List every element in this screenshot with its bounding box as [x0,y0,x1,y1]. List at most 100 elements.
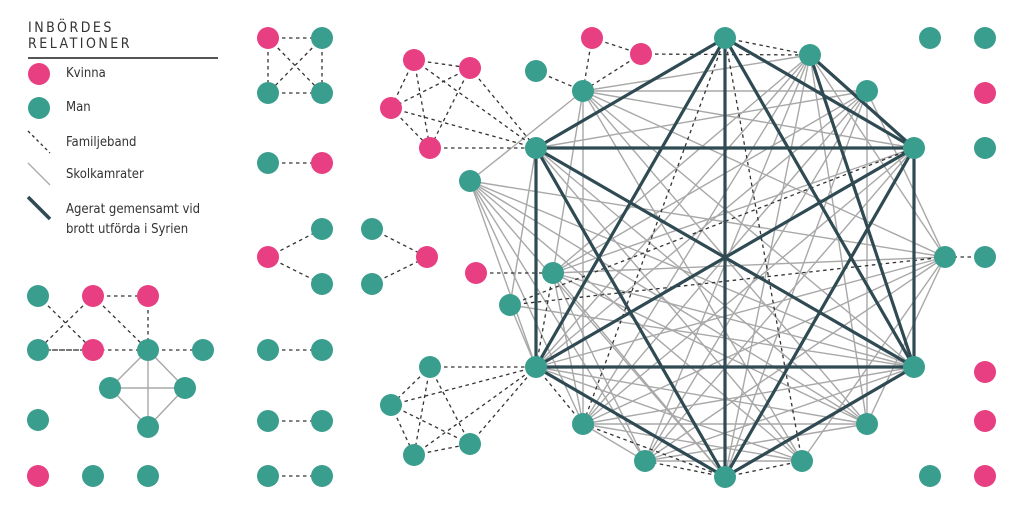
family-edge [724,460,803,478]
school-edge [809,54,946,258]
family-edge [267,37,323,94]
family-edge [390,67,471,109]
man-node [856,80,878,102]
school-edge [469,180,537,368]
man-node [714,27,736,49]
man-node [311,465,333,487]
man-node [499,294,521,316]
man-node [572,80,594,102]
school-edge [582,90,946,258]
man-node [634,450,656,472]
man-node [380,394,402,416]
man-node [903,137,925,159]
man-node [714,466,736,488]
school-edge [469,180,915,368]
man-node [974,137,996,159]
legend-school-label: Skolkamrater [66,167,144,182]
man-node [974,27,996,49]
school-edge [509,147,537,306]
school-edge [644,366,915,462]
legend-symbols [26,130,52,221]
crime-edge [723,36,916,150]
man-node [361,218,383,240]
family-edge [429,67,471,149]
man-node [27,409,49,431]
woman-node [82,285,104,307]
woman-node [380,97,402,119]
legend-man-label: Man [66,100,91,115]
family-edge [413,59,431,149]
family-edge [413,366,431,456]
legend: INBÖRDES RELATIONER Kvinna Man Familjeba… [28,20,218,237]
school-edge [552,272,868,425]
woman-node [974,82,996,104]
family-edge [509,147,915,306]
school-edge [535,366,803,462]
family-edge [37,295,94,351]
family-edge [509,256,946,306]
family-edge [390,107,537,149]
legend-family-line [27,130,51,154]
woman-node [581,27,603,49]
nodes [27,27,996,488]
woman-node [459,57,481,79]
man-node [27,285,49,307]
man-node [919,27,941,49]
family-edge [582,53,642,92]
school-edge [535,256,946,368]
school-edge [535,147,868,425]
family-edge [535,272,554,368]
man-node [974,246,996,268]
man-node [137,416,159,438]
man-node [311,339,333,361]
school-edge [552,90,584,274]
man-node [257,465,279,487]
school-edge [582,366,915,425]
legend-crime-label-1: Agerat gemensamt vid [66,202,201,217]
man-node [919,465,941,487]
man-node [903,356,925,378]
man-node [403,444,425,466]
school-edge [809,54,868,425]
school-edge [535,366,868,425]
man-node [99,377,121,399]
woman-node [257,27,279,49]
crime-edge [534,146,916,369]
school-edge [801,256,946,462]
man-node [799,44,821,66]
man-node [137,465,159,487]
man-node [525,137,547,159]
school-edge [535,90,868,368]
man-node [311,218,333,240]
legend-school-line [27,162,51,186]
school-edge [535,90,868,149]
family-edge [724,37,811,56]
man-node [82,465,104,487]
man-node [311,273,333,295]
man-node [257,82,279,104]
man-node [257,152,279,174]
man-node [192,339,214,361]
man-node [459,170,481,192]
man-node [257,410,279,432]
woman-node [465,262,487,284]
family-edge [469,366,537,445]
legend-crime-line [26,195,52,221]
family-edge [469,67,537,149]
man-node [525,60,547,82]
man-node [311,410,333,432]
woman-node [257,246,279,268]
school-edge [535,54,811,368]
family-edge [37,295,94,351]
crime-edge [808,53,916,150]
woman-node [82,339,104,361]
school-edge [644,147,915,462]
school-edges [109,54,946,478]
man-node [27,339,49,361]
family-edge [267,37,323,94]
school-edge [582,54,811,92]
school-edge [552,90,868,274]
school-edge [469,180,868,425]
man-node [311,27,333,49]
family-edge [535,366,584,425]
